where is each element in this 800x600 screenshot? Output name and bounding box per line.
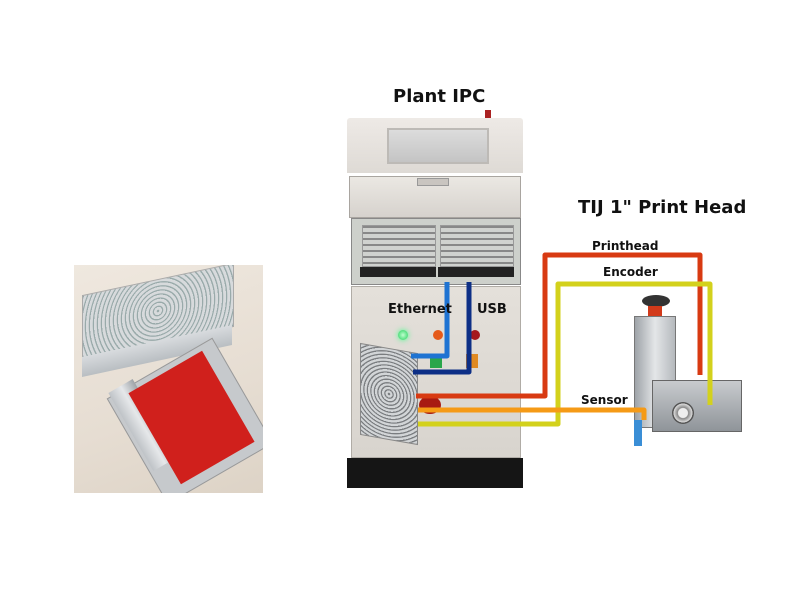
cable-printhead	[416, 252, 703, 399]
adjust-knob	[642, 295, 670, 307]
rack-nameplate-right	[438, 267, 514, 277]
power-led-green	[398, 330, 408, 340]
cable-ethernet	[411, 282, 450, 359]
indicator-led-orange	[433, 330, 443, 340]
usb-label: USB	[477, 302, 507, 317]
rack-unit-left	[362, 225, 436, 267]
cable-sensor	[418, 407, 647, 420]
knob-collar	[648, 306, 662, 316]
encoder-wheel	[672, 402, 694, 424]
indicator-led-red	[470, 330, 480, 340]
print-head-title: TIJ 1" Print Head	[578, 197, 747, 218]
cable-usb	[413, 282, 472, 375]
sensor-label: Sensor	[581, 393, 628, 407]
cabinet-monitor	[387, 128, 489, 164]
industrial-pc-rack	[351, 218, 521, 285]
cabinet-top	[347, 118, 523, 173]
ipc-title: Plant IPC	[393, 86, 486, 107]
rack-unit-right	[440, 225, 514, 267]
printhead-label: Printhead	[592, 239, 659, 253]
rack-nameplate-left	[360, 267, 436, 277]
indicator-lamp	[485, 110, 491, 118]
print-head-body	[652, 380, 742, 432]
encoder-label: Encoder	[603, 265, 658, 279]
controller-box-photo	[74, 265, 263, 493]
plant-ipc-cabinet	[347, 110, 523, 488]
ethernet-label: Ethernet	[388, 302, 452, 317]
photo-sensor	[634, 420, 642, 446]
cabinet-base	[347, 458, 523, 488]
drawer-handle	[417, 178, 449, 186]
cable-encoder	[418, 281, 713, 427]
